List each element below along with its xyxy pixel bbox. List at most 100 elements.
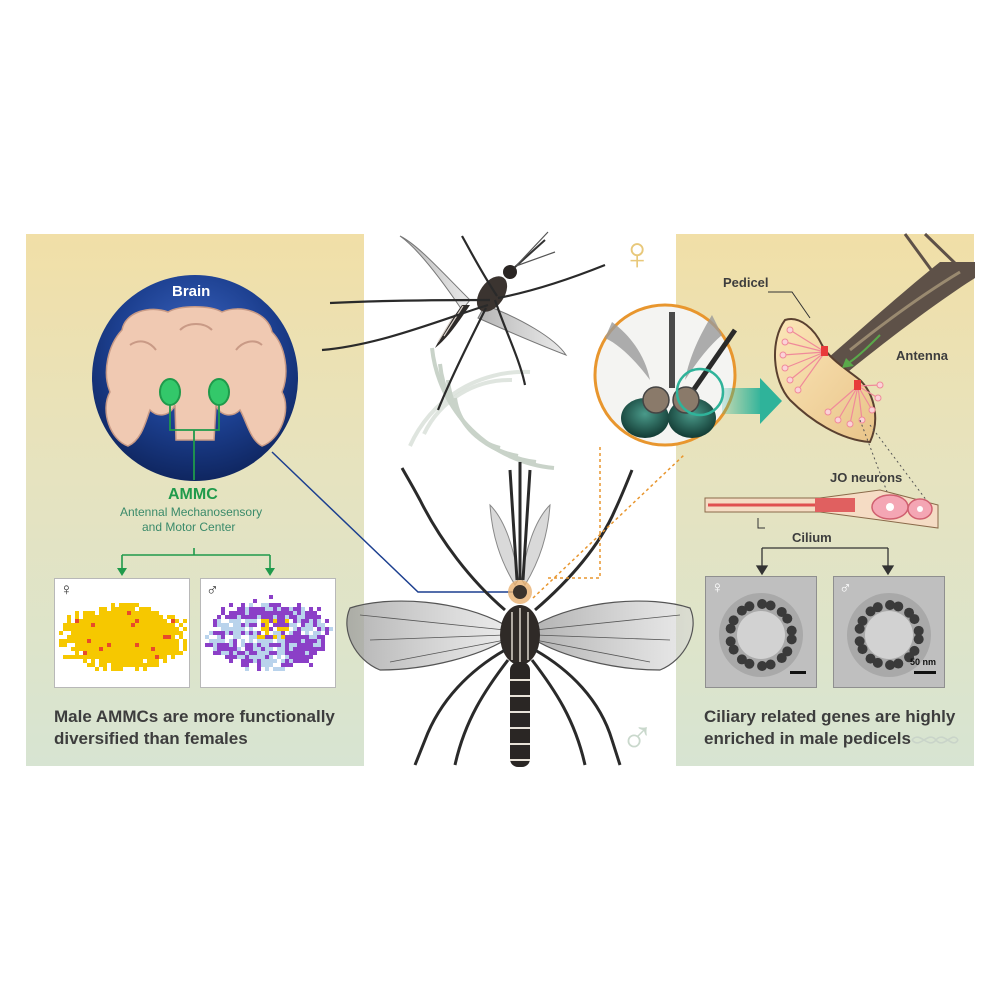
microtubule-doublet bbox=[857, 644, 868, 655]
heatmap-cell bbox=[261, 659, 265, 663]
heatmap-cell bbox=[221, 651, 225, 655]
heatmap-cell bbox=[119, 643, 123, 647]
heatmap-cell bbox=[139, 627, 143, 631]
heatmap-cell bbox=[305, 643, 309, 647]
heatmap-cell bbox=[249, 603, 253, 607]
scale-bar bbox=[790, 671, 806, 674]
heatmap-cell bbox=[301, 611, 305, 615]
heatmap-cell bbox=[63, 655, 67, 659]
heatmap-cell bbox=[297, 623, 301, 627]
heatmap-cell bbox=[285, 663, 289, 667]
heatmap-cell bbox=[237, 627, 241, 631]
heatmap-cell bbox=[261, 631, 265, 635]
heatmap-cell bbox=[139, 663, 143, 667]
heatmap-cell bbox=[163, 631, 167, 635]
heatmap-cell bbox=[209, 639, 213, 643]
heatmap-cell bbox=[241, 603, 245, 607]
heatmap-cell bbox=[83, 623, 87, 627]
heatmap-cell bbox=[257, 655, 261, 659]
heatmap-cell bbox=[257, 651, 261, 655]
heatmap-cell bbox=[225, 635, 229, 639]
heatmap-cell bbox=[313, 611, 317, 615]
heatmap-cell bbox=[225, 639, 229, 643]
heatmap-cell bbox=[245, 655, 249, 659]
heatmap-cell bbox=[217, 643, 221, 647]
heatmap-cell bbox=[135, 639, 139, 643]
heatmap-cell bbox=[139, 643, 143, 647]
heatmap-cell bbox=[285, 631, 289, 635]
heatmap-cell bbox=[253, 623, 257, 627]
heatmap-cell bbox=[143, 631, 147, 635]
brain-label: Brain bbox=[172, 283, 211, 300]
heatmap-cell bbox=[91, 623, 95, 627]
heatmap-cell bbox=[131, 627, 135, 631]
heatmap-cell bbox=[143, 651, 147, 655]
heatmap-cell bbox=[115, 659, 119, 663]
heatmap-cell bbox=[87, 651, 91, 655]
heatmap-cell bbox=[151, 647, 155, 651]
heatmap-cell bbox=[103, 659, 107, 663]
heatmap-cell bbox=[305, 655, 309, 659]
heatmap-cell bbox=[171, 655, 175, 659]
heatmap-cell bbox=[107, 639, 111, 643]
heatmap-cell bbox=[151, 623, 155, 627]
heatmap-cell bbox=[139, 647, 143, 651]
heatmap-cell bbox=[139, 635, 143, 639]
heatmap-branch-lines bbox=[117, 548, 275, 576]
heatmap-cell bbox=[317, 607, 321, 611]
heatmap-cell bbox=[175, 631, 179, 635]
heatmap-cell bbox=[285, 643, 289, 647]
heatmap-cell bbox=[159, 635, 163, 639]
microtubule-doublet bbox=[728, 615, 739, 626]
heatmap-cell bbox=[305, 647, 309, 651]
heatmap-cell bbox=[103, 651, 107, 655]
heatmap-cell bbox=[143, 627, 147, 631]
heatmap-cell bbox=[261, 643, 265, 647]
heatmap-cell bbox=[75, 627, 79, 631]
heatmap-cell bbox=[289, 639, 293, 643]
heatmap-cell bbox=[123, 639, 127, 643]
heatmap-cell bbox=[147, 615, 151, 619]
heatmap-cell bbox=[269, 623, 273, 627]
heatmap-cell bbox=[163, 647, 167, 651]
heatmap-cell bbox=[257, 667, 261, 671]
microtubule-doublet bbox=[872, 657, 883, 668]
heatmap-cell bbox=[265, 623, 269, 627]
heatmap-cell bbox=[75, 619, 79, 623]
heatmap-cell bbox=[281, 663, 285, 667]
heatmap-cell bbox=[139, 659, 143, 663]
heatmap-cell bbox=[273, 643, 277, 647]
heatmap-cell bbox=[155, 615, 159, 619]
microtubule-doublet bbox=[913, 625, 924, 636]
heatmap-cell bbox=[249, 607, 253, 611]
female-symbol: ♀ bbox=[60, 580, 73, 599]
heatmap-cell bbox=[131, 631, 135, 635]
heatmap-cell bbox=[277, 603, 281, 607]
heatmap-cell bbox=[111, 607, 115, 611]
heatmap-cell bbox=[245, 663, 249, 667]
heatmap-cell bbox=[249, 631, 253, 635]
heatmap-cell bbox=[131, 623, 135, 627]
heatmap-cell bbox=[241, 623, 245, 627]
heatmap-cell bbox=[257, 615, 261, 619]
heatmap-cell bbox=[107, 623, 111, 627]
heatmap-cell bbox=[293, 655, 297, 659]
heatmap-cell bbox=[237, 651, 241, 655]
heatmap-cell bbox=[261, 663, 265, 667]
heatmap-cell bbox=[95, 647, 99, 651]
heatmap-cell bbox=[293, 631, 297, 635]
heatmap-cell bbox=[147, 659, 151, 663]
heatmap-cell bbox=[63, 643, 67, 647]
heatmap-cell bbox=[273, 619, 277, 623]
heatmap-cell bbox=[249, 627, 253, 631]
heatmap-cell bbox=[163, 655, 167, 659]
heatmap-cell bbox=[111, 651, 115, 655]
heatmap-cell bbox=[225, 655, 229, 659]
heatmap-cell bbox=[269, 659, 273, 663]
heatmap-cell bbox=[127, 607, 131, 611]
heatmap-cell bbox=[225, 647, 229, 651]
heatmap-cell bbox=[237, 623, 241, 627]
heatmap-cell bbox=[273, 647, 277, 651]
heatmap-cell bbox=[297, 643, 301, 647]
heatmap-cell bbox=[253, 631, 257, 635]
